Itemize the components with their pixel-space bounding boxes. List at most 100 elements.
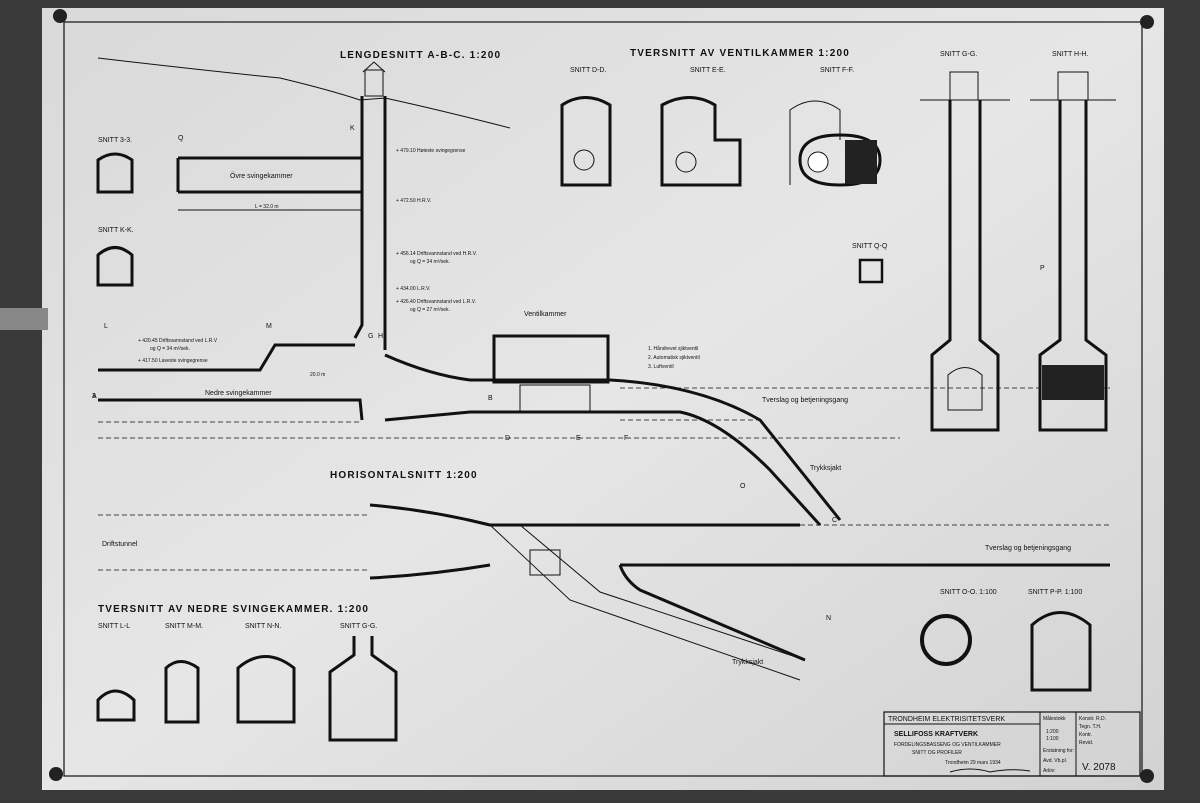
section-g-g-bottom: SNITT G-G. — [328, 623, 398, 742]
access-tunnel-label: Tverslag og betjeningsgang — [762, 397, 848, 404]
level-note: og Q = 34 m³/sek. — [150, 346, 190, 352]
longitudinal-section: Övre svingekammer L = 32.0 m + 479.10 Hø… — [97, 57, 1110, 527]
section-p-p: SNITT P-P. 1:100 — [1028, 589, 1092, 692]
valve-note-1: 1. Håndrevet sjiktventil — [648, 345, 698, 352]
section-h-h: SNITT H-H. — [1030, 51, 1116, 432]
section-n-n: SNITT N-N. — [236, 623, 296, 724]
org-name: TRONDHEIM ELEKTRISITETSVERK — [888, 716, 1005, 723]
section-marker: 3 — [92, 393, 96, 400]
scale-2: 1:100 — [1046, 736, 1059, 742]
valve-chamber-box — [492, 334, 610, 384]
upper-chamber-label: Övre svingekammer — [230, 172, 293, 180]
level-note: + 479.10 Høieste svingegrense — [396, 148, 466, 154]
drawing-desc-1: FORDELINGSBASSENG OG VENTILKAMMER — [894, 742, 1001, 748]
arkiv: Arkiv: — [1043, 768, 1056, 774]
access-tunnel-label-2: Tverslag og betjeningsgang — [985, 545, 1071, 552]
section-f-f-label: SNITT F-F. — [820, 67, 854, 74]
section-e-e-label: SNITT E-E. — [690, 67, 726, 74]
valve-note-2: 2. Automatisk sjiktventil — [648, 355, 700, 361]
section-k-k: SNITT K-K. — [96, 227, 134, 287]
section-marker: K — [350, 125, 355, 132]
section-l-l: SNITT L-L — [96, 623, 136, 722]
level-note: + 420.45 Driftsvannstand ved L.R.V — [138, 338, 218, 344]
title-horizontal: HORISONTALSNITT 1:200 — [330, 470, 478, 481]
pin-icon — [53, 9, 67, 23]
scale-label: Målestokk — [1043, 715, 1066, 722]
level-note: + 426.40 Driftsvannstand ved L.R.V. — [396, 299, 476, 305]
pin-icon — [1140, 15, 1154, 29]
section-p-p-label: SNITT P-P. 1:100 — [1028, 589, 1082, 596]
section-m-m-label: SNITT M-M. — [165, 623, 203, 630]
level-note: + 417.50 Laveste svingegrense — [138, 358, 208, 364]
section-marker: B — [488, 395, 493, 402]
section-marker: D — [505, 435, 510, 442]
section-g-g-bottom-label: SNITT G-G. — [340, 623, 377, 630]
section-m-m: SNITT M-M. — [164, 623, 203, 724]
title-block: TRONDHEIM ELEKTRISITETSVERK SELLIFOSS KR… — [883, 711, 1141, 777]
section-f-f: SNITT F-F. — [789, 67, 882, 187]
level-note: + 456.14 Driftsvannstand ved H.R.V. — [396, 251, 477, 257]
section-q-q: SNITT Q-Q — [852, 243, 888, 284]
avd: Avd. Vb.pl. — [1043, 758, 1067, 764]
section-h-h-label: SNITT H-H. — [1052, 51, 1088, 58]
penstock-label-2: Trykksjakt — [732, 659, 763, 666]
section-g-g-top: SNITT G-G. — [920, 51, 1010, 432]
section-marker: P — [1040, 265, 1045, 272]
section-d-d-label: SNITT D-D. — [570, 67, 606, 74]
section-o-o: SNITT O-O. 1:100 — [920, 589, 997, 666]
konstr: Konstr. R.D. — [1079, 716, 1106, 722]
section-q-q-label: SNITT Q-Q — [852, 243, 888, 250]
horizontal-section: Driftstunnel Tverslag og betjeningsgang … — [98, 503, 1110, 681]
signature-icon — [949, 768, 1031, 773]
lower-chamber-label: Nedre svingekammer — [205, 390, 272, 397]
valve-chamber-label: Ventilkammer — [524, 311, 567, 318]
section-o-o-label: SNITT O-O. 1:100 — [940, 589, 997, 596]
plant-name: SELLIFOSS KRAFTVERK — [894, 731, 978, 738]
place-date: Trondheim 29 mars 1934 — [945, 760, 1001, 766]
section-marker: N — [826, 615, 831, 622]
clip-icon — [0, 308, 48, 330]
section-marker: Q — [178, 135, 184, 142]
section-n-n-label: SNITT N-N. — [245, 623, 281, 630]
section-e-e: SNITT E-E. — [660, 67, 742, 187]
shaft-house-icon — [364, 69, 384, 97]
level-note: + 434.00 L.R.V. — [396, 286, 430, 292]
level-note: + 472.50 H.R.V. — [396, 198, 431, 204]
title-valve-sections: TVERSNITT AV VENTILKAMMER 1:200 — [630, 48, 850, 59]
penstock-lower — [384, 410, 822, 527]
drawing-number: V. 2078 — [1082, 762, 1116, 773]
kontr: Kontr. — [1079, 732, 1092, 738]
drawing-border — [63, 21, 1143, 777]
pin-icon — [1140, 769, 1154, 783]
section-marker: E — [576, 435, 581, 442]
section-d-d: SNITT D-D. — [560, 67, 612, 187]
tailrace-label: Driftstunnel — [102, 541, 138, 548]
penstock-upper — [384, 353, 842, 521]
terrain-line — [97, 57, 511, 129]
section-marker: F — [624, 435, 628, 442]
erstatning: Erstatning for: — [1043, 748, 1074, 754]
lower-chamber-outline — [98, 343, 364, 421]
section-marker: A — [92, 393, 97, 400]
section-marker: O — [740, 483, 746, 490]
section-l-l-label: SNITT L-L — [98, 623, 130, 630]
title-lower-chamber-sections: TVERSNITT AV NEDRE SVINGEKAMMER. 1:200 — [98, 604, 369, 615]
section-marker: G — [368, 333, 373, 340]
pin-icon — [49, 767, 63, 781]
section-3-3-label: SNITT 3-3. — [98, 137, 132, 144]
scale-1: 1:200 — [1046, 729, 1059, 735]
surge-shaft-left — [353, 96, 364, 339]
tegn: Tegn. T.H. — [1079, 724, 1101, 730]
section-marker: C — [832, 517, 837, 524]
upper-chamber-outline — [176, 156, 362, 194]
section-k-k-label: SNITT K-K. — [98, 227, 134, 234]
length-lower-label: 20.0 m — [310, 372, 325, 378]
revid: Revid. — [1079, 740, 1093, 746]
section-g-g-label: SNITT G-G. — [940, 51, 977, 58]
title-longitudinal: LENGDESNITT A-B-C. 1:200 — [340, 50, 501, 61]
section-marker: L — [104, 323, 108, 330]
section-marker: H — [378, 333, 383, 340]
